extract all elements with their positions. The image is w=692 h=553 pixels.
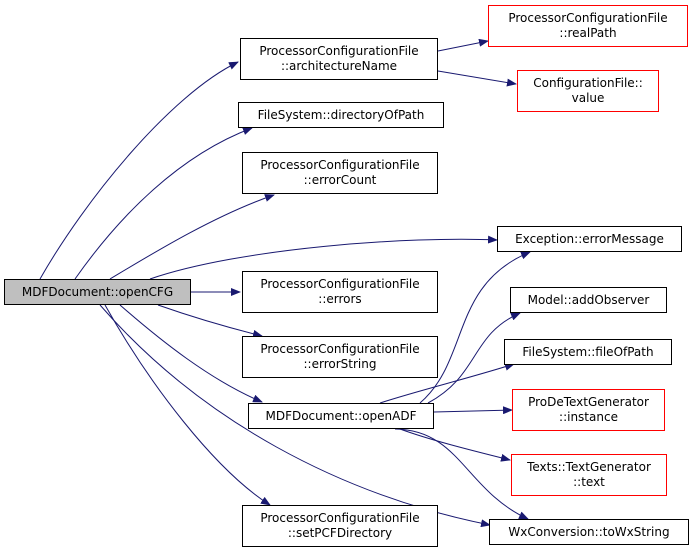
node-label: ConfigurationFile:: <box>533 76 643 90</box>
edge-root-to-dirOfPath <box>74 127 253 280</box>
node-mdfdocument-opencfg: MDFDocument::openCFG <box>4 279 191 305</box>
node-label: ProcessorConfigurationFile <box>260 511 420 525</box>
node-label: ProcessorConfigurationFile <box>260 158 420 172</box>
node-wx-to-wx-string[interactable]: WxConversion::toWxString <box>489 519 689 545</box>
node-label: ::realPath <box>559 26 617 40</box>
node-configuration-value[interactable]: ConfigurationFile:: value <box>517 70 659 112</box>
node-texts-text-generator-text[interactable]: Texts::TextGenerator ::text <box>511 454 667 496</box>
node-label: ::instance <box>559 410 618 424</box>
edge-archName-to-cfgValue <box>437 70 517 87</box>
edge-openADF-to-fileOfPath <box>379 362 515 404</box>
edge-openADF-to-textsText <box>399 428 511 462</box>
node-label: FileSystem::directoryOfPath <box>257 107 425 122</box>
node-label: MDFDocument::openADF <box>265 408 417 423</box>
edge-openADF-to-addObserver <box>427 312 521 404</box>
node-label: Model::addObserver <box>527 292 650 307</box>
node-label: ProDeTextGenerator <box>528 395 649 409</box>
edge-root-to-errorString <box>157 304 263 338</box>
node-label: MDFDocument::openCFG <box>21 284 174 299</box>
edge-root-to-errorCount <box>109 194 275 280</box>
edge-openADF-to-toWx <box>394 428 529 520</box>
node-label: ProcessorConfigurationFile <box>260 277 420 291</box>
node-label: ::errorCount <box>303 173 377 187</box>
node-errors[interactable]: ProcessorConfigurationFile ::errors <box>242 271 438 313</box>
node-label: ProcessorConfigurationFile <box>260 342 420 356</box>
node-add-observer[interactable]: Model::addObserver <box>510 287 667 313</box>
node-real-path[interactable]: ProcessorConfigurationFile ::realPath <box>488 5 688 47</box>
node-prode-text-generator-instance[interactable]: ProDeTextGenerator ::instance <box>512 389 665 431</box>
edge-root-to-setPCF <box>104 304 271 506</box>
node-label: ::errors <box>318 292 362 306</box>
node-label: ::errorString <box>303 357 377 371</box>
node-set-pcf-directory[interactable]: ProcessorConfigurationFile ::setPCFDirec… <box>242 505 438 547</box>
node-label: ::text <box>573 475 605 489</box>
node-label: Texts::TextGenerator <box>527 460 651 474</box>
node-label: ::setPCFDirectory <box>287 526 393 540</box>
edge-root-to-archName <box>39 61 239 280</box>
node-file-of-path[interactable]: FileSystem::fileOfPath <box>504 339 672 365</box>
node-mdfdocument-openadf[interactable]: MDFDocument::openADF <box>248 403 434 429</box>
node-label: ProcessorConfigurationFile <box>508 11 668 25</box>
node-error-count[interactable]: ProcessorConfigurationFile ::errorCount <box>242 152 438 194</box>
edge-root-to-errorMessage <box>149 235 498 280</box>
node-label: FileSystem::fileOfPath <box>522 344 654 359</box>
node-label: value <box>571 91 605 105</box>
node-directory-of-path[interactable]: FileSystem::directoryOfPath <box>238 102 444 128</box>
node-architecture-name[interactable]: ProcessorConfigurationFile ::architectur… <box>240 38 438 80</box>
edge-openADF-to-errorMessage <box>419 251 531 404</box>
node-error-string[interactable]: ProcessorConfigurationFile ::errorString <box>242 336 438 378</box>
node-label: ProcessorConfigurationFile <box>259 44 419 58</box>
node-label: ::architectureName <box>280 59 398 73</box>
node-label: WxConversion::toWxString <box>508 524 670 539</box>
edge-archName-to-realPath <box>437 38 489 52</box>
node-error-message[interactable]: Exception::errorMessage <box>497 226 682 252</box>
edge-root-to-openADF <box>119 304 263 403</box>
node-label: Exception::errorMessage <box>515 231 664 246</box>
edge-openADF-to-prodeInstance <box>433 406 513 415</box>
